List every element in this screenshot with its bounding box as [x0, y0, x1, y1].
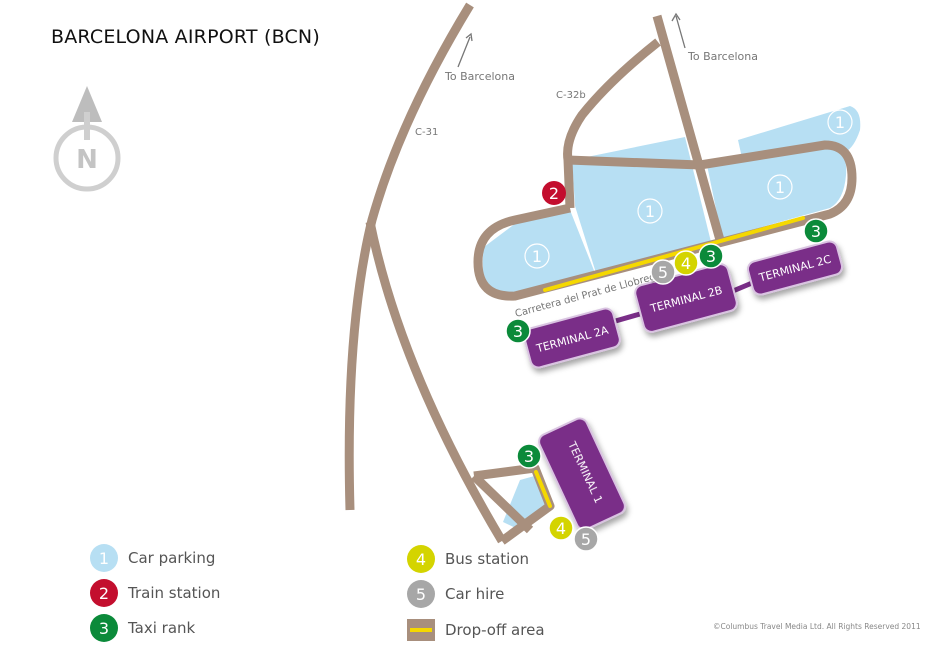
road-to-barcelona — [652, 14, 725, 242]
terminal-2a[interactable]: TERMINAL 2A — [522, 307, 621, 369]
legend-label: Drop-off area — [445, 621, 545, 639]
train-icon: 2 — [90, 579, 118, 607]
arrow-icon — [675, 15, 686, 49]
c31-label: C-31 — [415, 127, 438, 138]
arrow-icon — [457, 36, 471, 68]
terminal-2c[interactable]: TERMINAL 2C — [746, 240, 844, 297]
map-title: BARCELONA AIRPORT (BCN) — [51, 26, 320, 48]
bus-marker-num: 4 — [681, 254, 691, 273]
parking-marker[interactable]: 1 — [767, 174, 793, 200]
train-marker-num: 2 — [549, 184, 559, 203]
c32b-label: C-32b — [556, 90, 586, 101]
terminal-connectors — [611, 280, 753, 325]
legend-label: Car hire — [445, 585, 505, 603]
bus-marker-num: 4 — [556, 519, 566, 538]
parking-icon: 1 — [90, 544, 118, 572]
connector — [732, 280, 753, 294]
copyright-notice: ©Columbus Travel Media Ltd. All Rights R… — [713, 622, 921, 631]
parking-area — [482, 210, 595, 295]
taxi-marker-num: 3 — [811, 222, 821, 241]
parking-marker-num: 1 — [645, 202, 655, 221]
taxi-rank-marker[interactable]: 3 — [698, 243, 724, 269]
taxi-rank-marker[interactable]: 3 — [516, 443, 542, 469]
car-hire-marker[interactable]: 5 — [573, 526, 599, 552]
legend-label: Taxi rank — [128, 619, 196, 637]
car-hire-icon: 5 — [407, 580, 435, 608]
bus-station-marker[interactable]: 4 — [673, 250, 699, 276]
legend-taxi-rank: 3 Taxi rank — [90, 613, 195, 643]
parking-marker-num: 1 — [532, 247, 542, 266]
dropoff-lanes — [534, 216, 805, 508]
parking-area — [706, 148, 847, 238]
legend-car-hire: 5 Car hire — [407, 579, 504, 609]
to-barcelona-label: To Barcelona — [444, 70, 515, 83]
legend-label: Car parking — [128, 549, 216, 567]
car-hire-marker-num: 5 — [658, 263, 668, 282]
parking-marker[interactable]: 1 — [524, 243, 550, 269]
arrow-icon — [465, 32, 473, 42]
to-barcelona-label: To Barcelona — [687, 50, 758, 63]
terminal-1[interactable]: TERMINAL 1 — [536, 416, 627, 532]
dropoff-lane-t2 — [543, 216, 805, 292]
car-hire-marker[interactable]: 5 — [650, 259, 676, 285]
compass-letter: N — [76, 145, 98, 175]
road-c31 — [344, 2, 474, 511]
terminals: TERMINAL 2A TERMINAL 2B TERMINAL 2C TERM… — [522, 240, 844, 532]
road-inner — [365, 221, 506, 544]
taxi-marker-num: 3 — [524, 447, 534, 466]
taxi-marker-num: 3 — [513, 322, 523, 341]
road-loop — [473, 140, 857, 301]
taxi-marker-num: 3 — [706, 247, 716, 266]
bus-station-marker[interactable]: 4 — [548, 515, 574, 541]
legend-dropoff: Drop-off area — [407, 615, 545, 645]
bus-icon: 4 — [407, 545, 435, 573]
dropoff-lane-t1 — [534, 470, 552, 508]
compass-icon: N — [53, 86, 121, 192]
parking-marker[interactable]: 1 — [827, 109, 853, 135]
markers: 1 1 1 1 2 3 3 3 — [505, 109, 853, 552]
car-hire-marker-num: 5 — [581, 530, 591, 549]
taxi-icon: 3 — [90, 614, 118, 642]
parking-marker-num: 1 — [835, 113, 845, 132]
taxi-rank-marker[interactable]: 3 — [505, 318, 531, 344]
parking-marker-num: 1 — [775, 178, 785, 197]
arrow-icon — [671, 12, 681, 22]
parking-marker[interactable]: 1 — [637, 198, 663, 224]
dropoff-icon — [407, 619, 435, 641]
legend-car-parking: 1 Car parking — [90, 543, 215, 573]
connector — [611, 311, 641, 325]
taxi-rank-marker[interactable]: 3 — [803, 218, 829, 244]
legend-train-station: 2 Train station — [90, 578, 220, 608]
legend-label: Train station — [128, 584, 221, 602]
parking-area — [572, 137, 712, 273]
legend-bus-station: 4 Bus station — [407, 544, 529, 574]
road-c32b — [563, 38, 661, 209]
train-station-marker[interactable]: 2 — [542, 181, 566, 205]
legend-label: Bus station — [445, 550, 530, 568]
roads — [344, 2, 857, 545]
